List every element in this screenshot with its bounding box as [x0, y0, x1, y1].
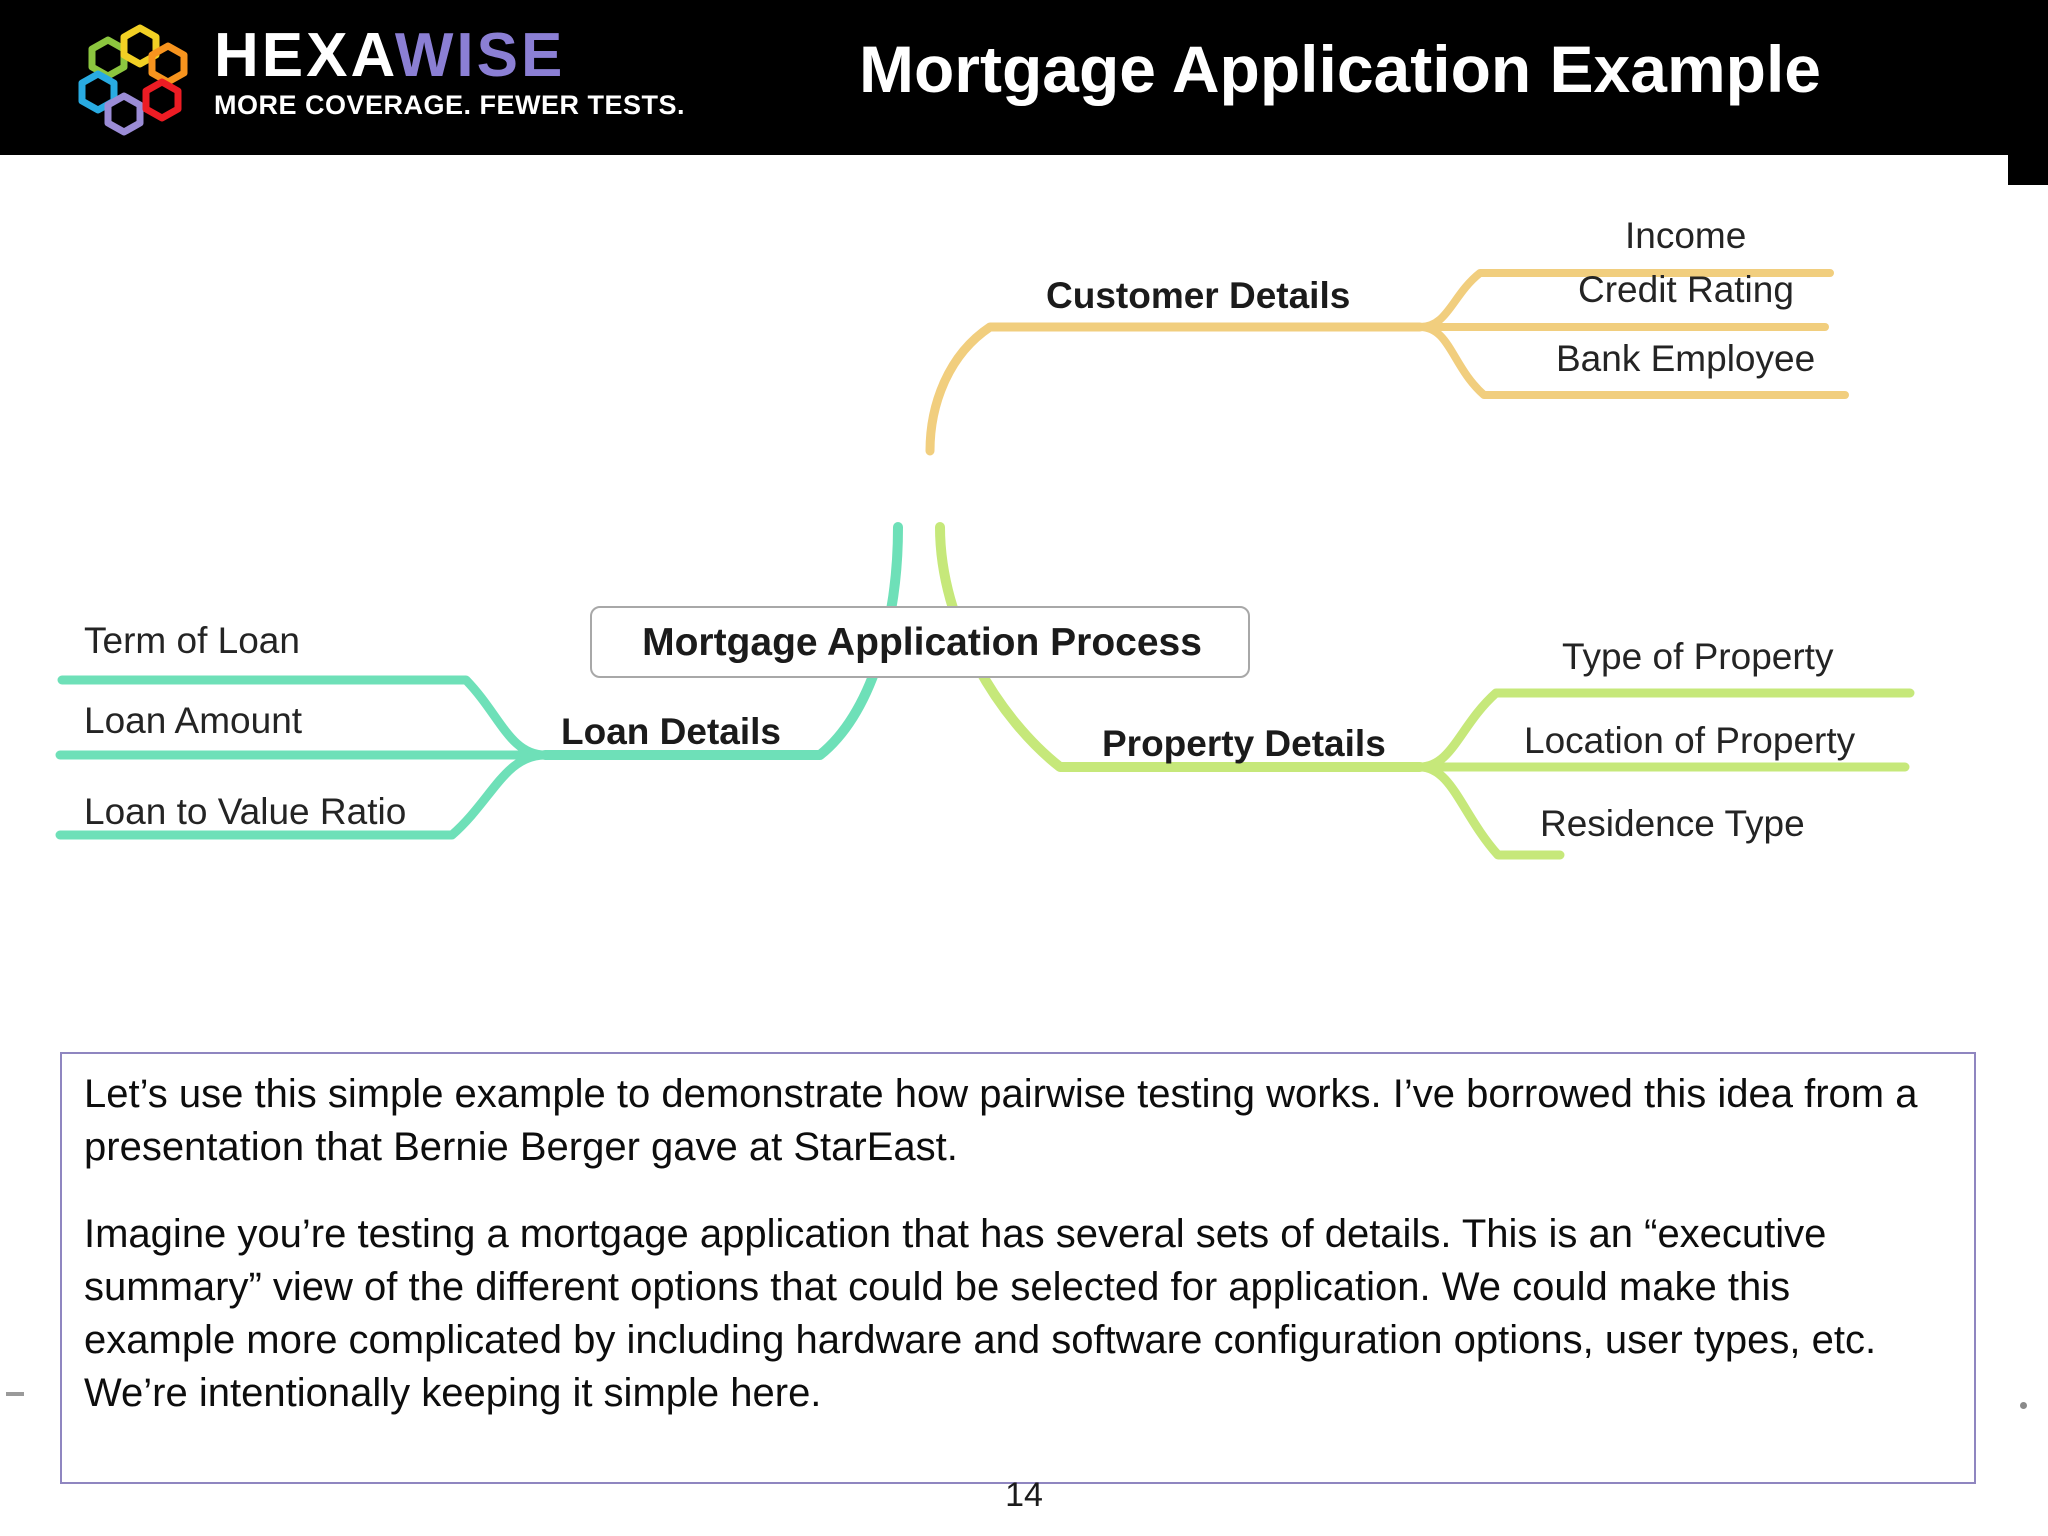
connector-customer-bank [1416, 323, 1849, 399]
left-edge-marker [6, 1392, 24, 1396]
leaf-label-credit-rating[interactable]: Credit Rating [1578, 269, 1794, 310]
notes-text-box[interactable]: Let’s use this simple example to demonst… [60, 1052, 1976, 1484]
leaf-label-type-of-property[interactable]: Type of Property [1562, 636, 1834, 677]
connector-customer-trunk [925, 322, 1425, 456]
center-node-label: Mortgage Application Process [642, 621, 1202, 664]
hexawise-logo: HEXAWISE MORE COVERAGE. FEWER TESTS. [62, 18, 685, 136]
leaf-label-bank-employee[interactable]: Bank Employee [1556, 338, 1816, 379]
leaf-label-loan-amount[interactable]: Loan Amount [84, 700, 303, 741]
branch-label-customer-details[interactable]: Customer Details [1046, 275, 1351, 316]
logo-wordmark: HEXAWISE MORE COVERAGE. FEWER TESTS. [214, 21, 686, 121]
branch-label-property-details[interactable]: Property Details [1102, 723, 1386, 764]
hexagon-cluster-icon [62, 18, 222, 136]
leaf-label-income[interactable]: Income [1625, 215, 1747, 256]
right-edge-marker [2020, 1402, 2027, 1409]
header-bar-right-step [2008, 0, 2048, 185]
mindmap-diagram: Mortgage Application Process Customer De… [0, 155, 2048, 1060]
logo-word-wise: WISE [394, 21, 566, 90]
leaf-label-loan-to-value-ratio[interactable]: Loan to Value Ratio [84, 791, 407, 832]
center-node[interactable]: Mortgage Application Process [590, 606, 1250, 678]
page-number: 14 [1005, 1482, 1043, 1510]
logo-tagline: MORE COVERAGE. FEWER TESTS. [214, 90, 686, 120]
leaf-label-term-of-loan[interactable]: Term of Loan [84, 620, 300, 661]
connector-loan-ltv [55, 750, 550, 840]
leaf-label-location-of-property[interactable]: Location of Property [1524, 720, 1856, 761]
notes-paragraph-2: Imagine you’re testing a mortgage applic… [84, 1212, 1877, 1415]
header-bar [0, 0, 2008, 155]
leaf-label-residence-type[interactable]: Residence Type [1540, 803, 1805, 844]
page-title: Mortgage Application Example [858, 32, 1822, 106]
connector-property-residence [1415, 762, 1565, 860]
logo-word-hexa: HEXA [214, 21, 395, 90]
branch-label-loan-details[interactable]: Loan Details [561, 711, 781, 752]
notes-paragraph-1: Let’s use this simple example to demonst… [84, 1072, 1918, 1169]
